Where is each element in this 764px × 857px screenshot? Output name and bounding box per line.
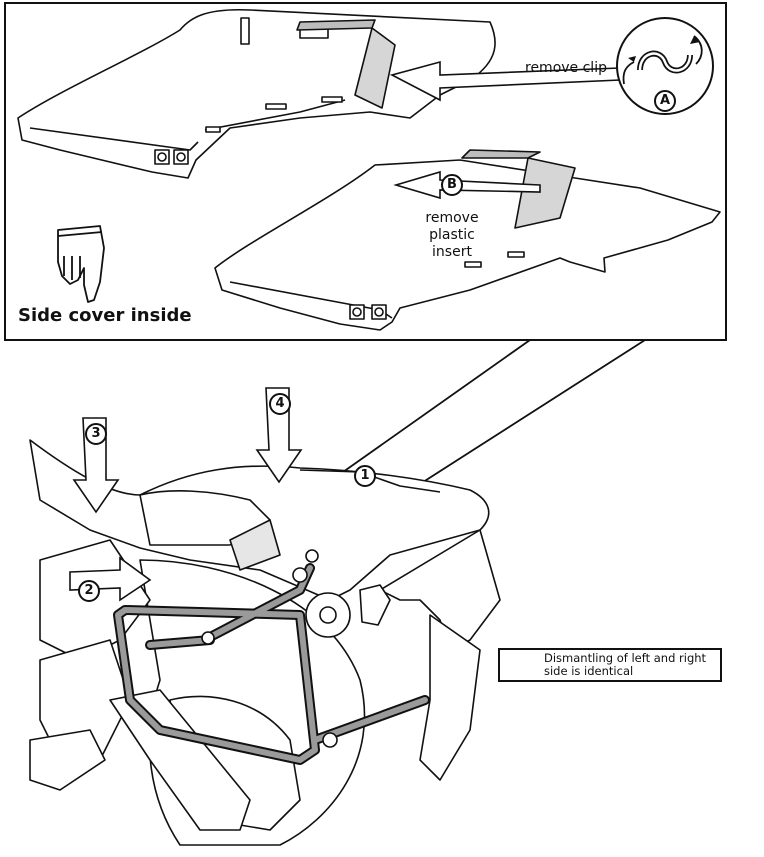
arrow-step-3 — [72, 417, 120, 514]
step-2-marker: 2 — [78, 580, 100, 602]
note-text: Dismantling of left and right side is id… — [544, 651, 707, 678]
remove-insert-label: remove plastic insert — [425, 210, 479, 260]
arrow-remove-clip — [389, 60, 621, 102]
marker-a: A — [654, 90, 676, 112]
arrow-remove-insert — [393, 170, 541, 200]
note-box: Dismantling of left and right side is id… — [498, 648, 722, 682]
side-cover-inside-label: Side cover inside — [18, 305, 192, 326]
frame-bolts — [201, 549, 338, 748]
step-4-marker: 4 — [269, 393, 291, 415]
rotation-clip-icon — [616, 17, 714, 115]
remove-clip-label: remove clip — [525, 60, 607, 76]
side-cover-lower — [214, 149, 721, 331]
pointing-hand-icon — [57, 225, 105, 303]
marker-b: B — [441, 174, 463, 196]
step-1-marker: 1 — [354, 465, 376, 487]
step-3-marker: 3 — [85, 423, 107, 445]
side-cover-upper — [17, 8, 496, 179]
